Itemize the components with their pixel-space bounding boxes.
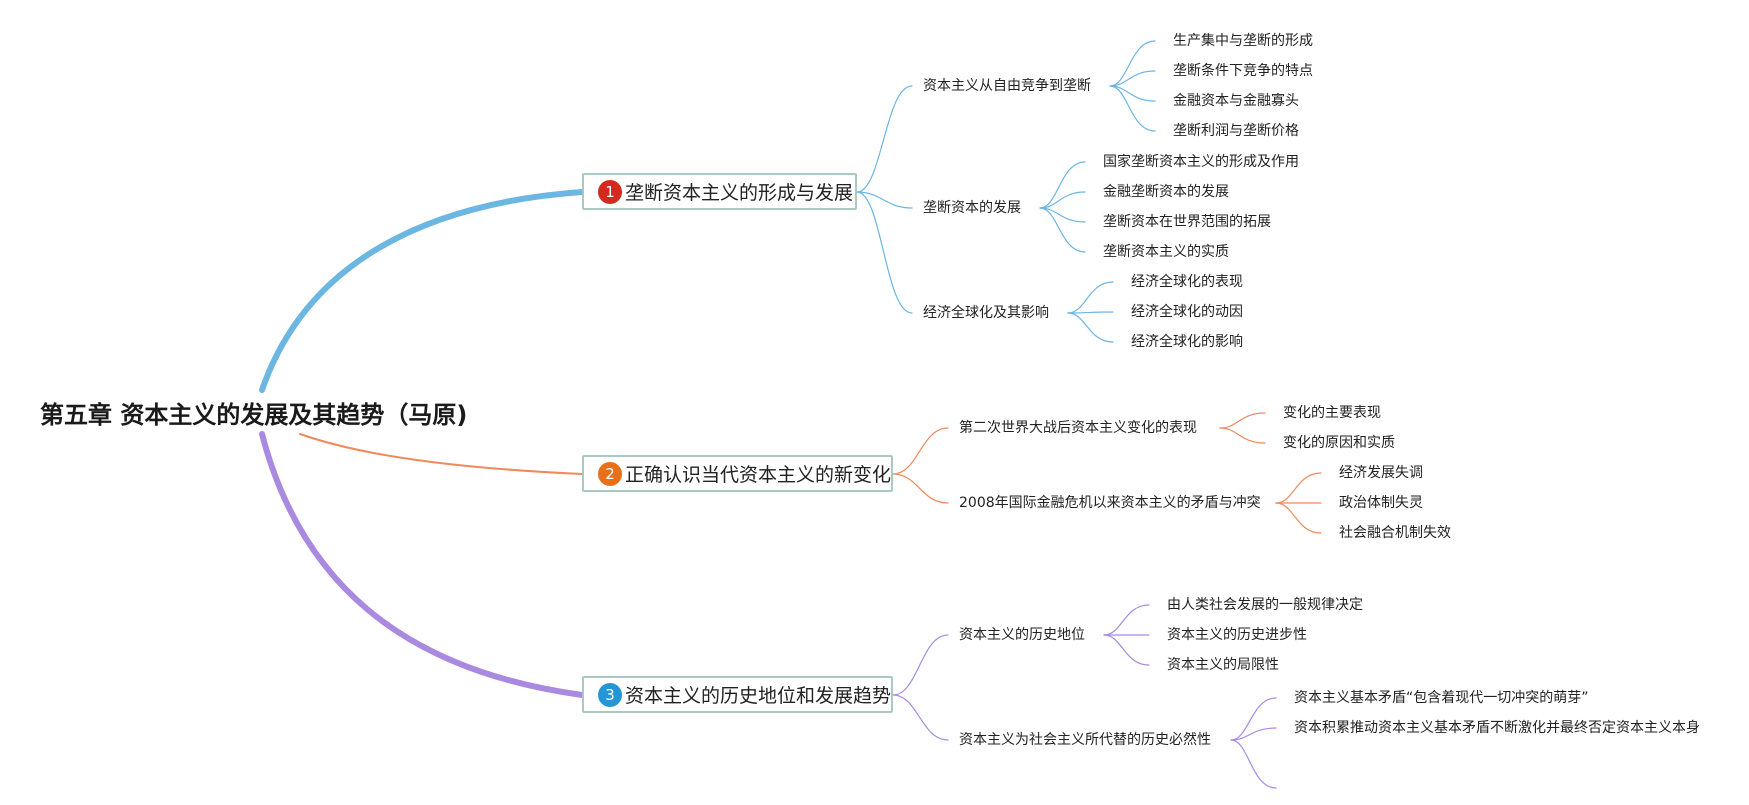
- topic-2-sub-2-connector: [892, 473, 949, 504]
- topic-3-sub-2-connector: [892, 694, 949, 741]
- leaf-item[interactable]: 变化的原因和实质: [1283, 435, 1395, 451]
- leaf-item[interactable]: 资本主义的局限性: [1167, 657, 1279, 673]
- topic-2-sub-1-connector: [892, 427, 949, 475]
- topic-label: 正确认识当代资本主义的新变化: [625, 464, 892, 486]
- sub-3-1-leaf-1-connector: [1103, 604, 1150, 636]
- leaf-item[interactable]: 国家垄断资本主义的形成及作用: [1103, 154, 1299, 170]
- subtopic-monopoly-capital-development[interactable]: 垄断资本的发展: [923, 200, 1021, 216]
- sub-1-1-leaf-2-connector: [1109, 70, 1156, 87]
- sub-1-1-leaf-1-connector: [1109, 40, 1156, 87]
- subtopic-historical-inevitability[interactable]: 资本主义为社会主义所代替的历史必然性: [959, 732, 1211, 748]
- topic-monopoly-capitalism[interactable]: 1 垄断资本主义的形成与发展: [582, 173, 857, 210]
- sub-2-1-leaf-2-connector: [1219, 427, 1266, 444]
- sub-1-2-leaf-2-connector: [1039, 191, 1086, 209]
- leaf-item[interactable]: 经济全球化的表现: [1131, 274, 1243, 290]
- sub-3-2-leaf-2-connector: [1230, 727, 1277, 741]
- branch-connector-1: [259, 189, 585, 393]
- subtopic-free-competition-to-monopoly[interactable]: 资本主义从自由竞争到垄断: [923, 78, 1091, 94]
- leaf-item[interactable]: 经济全球化的影响: [1131, 334, 1243, 350]
- number-badge-2: 2: [598, 461, 622, 486]
- leaf-item[interactable]: 经济全球化的动因: [1131, 304, 1243, 320]
- topic-1-sub-3-connector: [856, 191, 913, 314]
- topic-label: 资本主义的历史地位和发展趋势: [625, 685, 892, 707]
- leaf-item[interactable]: 资本积累推动资本主义基本矛盾不断激化并最终否定资本主义本身: [1294, 720, 1700, 736]
- subtopic-2008-crisis-contradictions[interactable]: 2008年国际金融危机以来资本主义的矛盾与冲突: [959, 495, 1261, 511]
- sub-1-3-leaf-3-connector: [1067, 312, 1114, 343]
- topic-contemporary-capitalism-changes[interactable]: 2 正确认识当代资本主义的新变化: [582, 455, 893, 492]
- leaf-item[interactable]: 政治体制失灵: [1339, 495, 1423, 511]
- sub-2-1-leaf-1-connector: [1219, 412, 1266, 429]
- leaf-item[interactable]: 生产集中与垄断的形成: [1173, 33, 1313, 49]
- leaf-item[interactable]: 资本主义基本矛盾“包含着现代一切冲突的萌芽”: [1294, 690, 1589, 706]
- topic-3-sub-1-connector: [892, 634, 949, 696]
- leaf-item[interactable]: 社会融合机制失效: [1339, 525, 1451, 541]
- subtopic-postwar-changes[interactable]: 第二次世界大战后资本主义变化的表现: [959, 420, 1197, 436]
- leaf-item[interactable]: 垄断条件下竞争的特点: [1173, 63, 1313, 79]
- sub-1-2-leaf-1-connector: [1039, 161, 1086, 209]
- leaf-item[interactable]: 变化的主要表现: [1283, 405, 1381, 421]
- leaf-item[interactable]: 金融垄断资本的发展: [1103, 184, 1229, 200]
- topic-historical-position-and-trend[interactable]: 3 资本主义的历史地位和发展趋势: [582, 676, 893, 713]
- leaf-item[interactable]: 垄断资本在世界范围的拓展: [1103, 214, 1271, 230]
- sub-2-2-leaf-1-connector: [1275, 472, 1322, 504]
- topic-1-sub-1-connector: [856, 85, 913, 193]
- subtopic-economic-globalization[interactable]: 经济全球化及其影响: [923, 305, 1049, 321]
- sub-3-1-leaf-3-connector: [1103, 634, 1150, 666]
- sub-1-3-leaf-2-connector: [1067, 311, 1114, 314]
- sub-3-2-leaf-3-connector: [1230, 739, 1277, 789]
- branch-connector-3: [259, 431, 585, 698]
- subtopic-historical-position[interactable]: 资本主义的历史地位: [959, 627, 1085, 643]
- sub-1-2-leaf-4-connector: [1039, 207, 1086, 253]
- number-badge-3: 3: [598, 682, 622, 707]
- leaf-item[interactable]: 资本主义的历史进步性: [1167, 627, 1307, 643]
- topic-label: 垄断资本主义的形成与发展: [625, 182, 854, 204]
- number-badge-1: 1: [598, 179, 622, 204]
- topic-1-sub-2-connector: [856, 191, 913, 209]
- leaf-item[interactable]: 经济发展失调: [1339, 465, 1423, 481]
- sub-1-1-leaf-4-connector: [1109, 85, 1156, 132]
- sub-2-2-leaf-3-connector: [1275, 502, 1322, 534]
- root-topic[interactable]: 第五章 资本主义的发展及其趋势（马原): [40, 401, 468, 429]
- leaf-item[interactable]: 金融资本与金融寡头: [1173, 93, 1299, 109]
- branch-connector-2: [299, 433, 583, 475]
- leaf-item[interactable]: 由人类社会发展的一般规律决定: [1167, 597, 1363, 613]
- sub-1-3-leaf-1-connector: [1067, 281, 1114, 314]
- leaf-item[interactable]: 垄断利润与垄断价格: [1173, 123, 1299, 139]
- leaf-item[interactable]: 垄断资本主义的实质: [1103, 244, 1229, 260]
- sub-3-2-leaf-1-connector: [1230, 697, 1277, 741]
